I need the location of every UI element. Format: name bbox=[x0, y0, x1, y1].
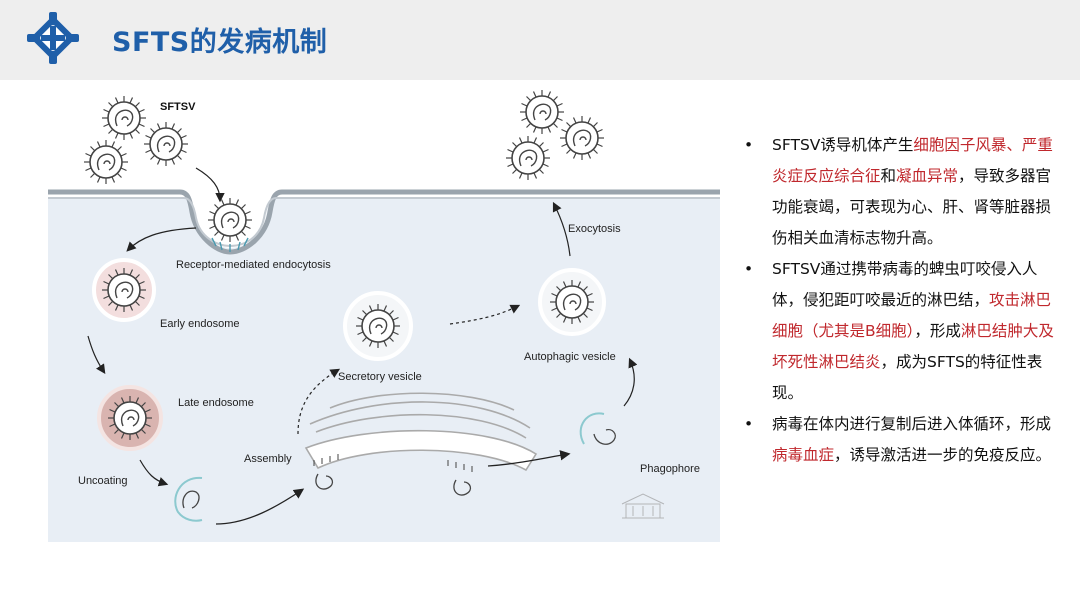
label-sftsv: SFTSV bbox=[160, 101, 196, 113]
label-phagophore: Phagophore bbox=[640, 463, 700, 475]
label-uncoating: Uncoating bbox=[78, 475, 128, 487]
bullet-text: SFTSV通过携带病毒的蜱虫叮咬侵入人体，侵犯距叮咬最近的淋巴结， bbox=[772, 260, 1038, 309]
bullet-marker: • bbox=[744, 136, 754, 154]
label-late-endosome: Late endosome bbox=[178, 397, 254, 409]
bullet-text: ，导致多器官功能衰竭，可表现为心、肝、肾等脏器损伤相关血清标志物升高。 bbox=[772, 167, 1052, 247]
bullet-highlight: 凝血异常 bbox=[896, 167, 959, 185]
bullet-text: 和 bbox=[880, 167, 897, 185]
virion-icon bbox=[505, 135, 551, 181]
page-title: SFTS的发病机制 bbox=[112, 27, 328, 58]
virion-icon bbox=[519, 89, 565, 135]
bullet-text: SFTSV诱导机体产生 bbox=[772, 136, 914, 154]
phagophore bbox=[579, 412, 605, 445]
label-exocytosis: Exocytosis bbox=[568, 223, 621, 235]
bullet-item: • SFTSV通过携带病毒的蜱虫叮咬侵入人体，侵犯距叮咬最近的淋巴结，攻击淋巴细胞… bbox=[742, 254, 1062, 409]
watermark-stamp bbox=[621, 493, 665, 519]
label-early-endosome: Early endosome bbox=[160, 318, 240, 330]
bullet-text: ，形成 bbox=[914, 322, 961, 340]
budding-particles bbox=[313, 454, 473, 472]
virion-icon bbox=[143, 121, 189, 167]
bullet-marker: • bbox=[744, 260, 754, 278]
virion-icon bbox=[83, 139, 129, 185]
label-autophagic-vesicle: Autophagic vesicle bbox=[524, 351, 616, 363]
bullet-list: • SFTSV诱导机体产生细胞因子风暴、严重炎症反应综合征和凝血异常，导致多器官功… bbox=[742, 130, 1062, 471]
bullet-text: ，成为SFTS的特征性表现。 bbox=[772, 353, 1043, 402]
golgi-apparatus bbox=[304, 392, 538, 472]
virion-icon bbox=[559, 115, 605, 161]
label-assembly: Assembly bbox=[244, 453, 292, 465]
uncoating-capsid bbox=[174, 476, 203, 522]
bullet-item: • SFTSV诱导机体产生细胞因子风暴、严重炎症反应综合征和凝血异常，导致多器官功… bbox=[742, 130, 1062, 254]
cell-cytoplasm bbox=[48, 198, 720, 542]
bullet-text: ，诱导激活进一步的免疫反应。 bbox=[834, 446, 1052, 464]
header-bar: SFTS的发病机制 bbox=[0, 0, 1080, 80]
bullet-highlight: 病毒血症 bbox=[772, 446, 835, 464]
virion-icon bbox=[207, 197, 253, 243]
medical-cross-icon bbox=[27, 12, 79, 64]
pathogenesis-diagram: SFTSV Receptor-mediated endocytosis Earl… bbox=[48, 88, 720, 542]
bullet-marker: • bbox=[744, 415, 754, 433]
label-receptor-endocytosis: Receptor-mediated endocytosis bbox=[176, 259, 331, 271]
bullet-item: • 病毒在体内进行复制后进入体循环，形成病毒血症，诱导激活进一步的免疫反应。 bbox=[742, 409, 1062, 471]
bullet-text: 病毒在体内进行复制后进入体循环，形成 bbox=[772, 415, 1052, 433]
label-secretory-vesicle: Secretory vesicle bbox=[338, 371, 422, 383]
bullet-highlight: 细胞因子风暴、严重炎症反应综合征 bbox=[772, 136, 1053, 185]
virion-icon bbox=[101, 95, 147, 141]
bullet-highlight: 淋巴结肿大及坏死性淋巴结炎 bbox=[772, 322, 1054, 371]
bullet-highlight: 攻击淋巴细胞（尤其是B细胞） bbox=[772, 291, 1052, 340]
